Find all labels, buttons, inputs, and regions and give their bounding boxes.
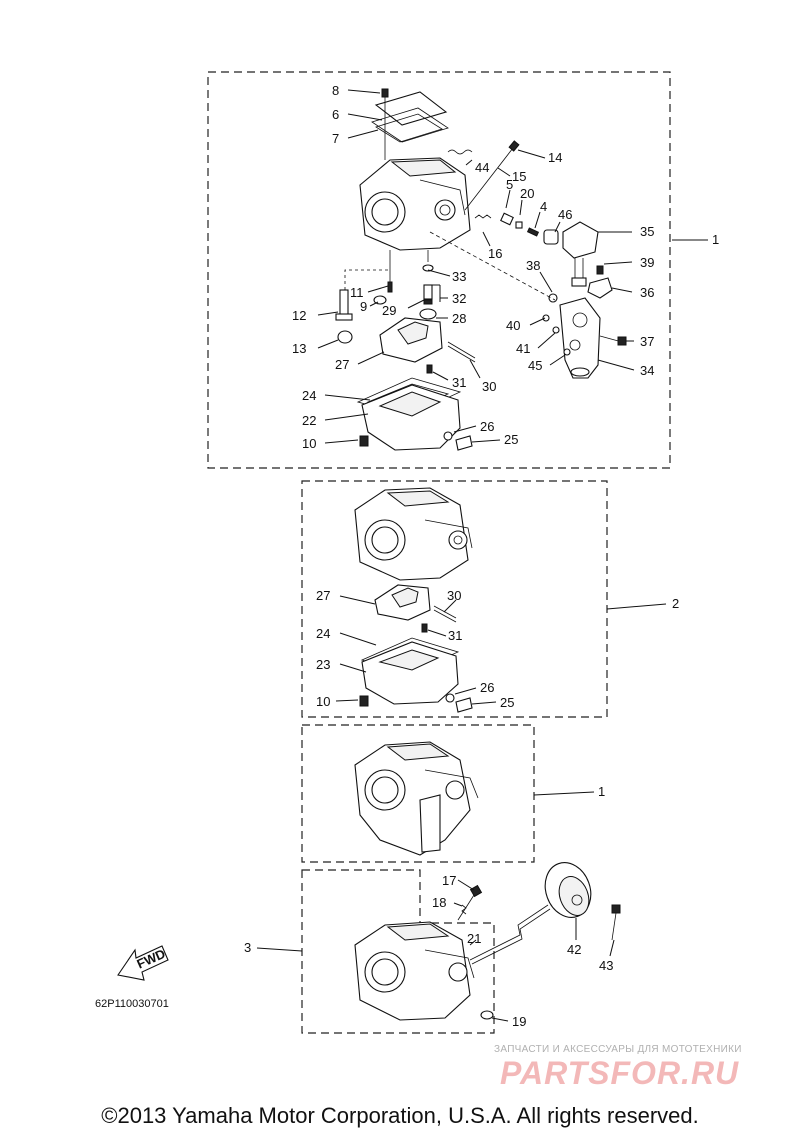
callout-45: 45 (528, 358, 542, 373)
carburetor-assembly-middle (354, 741, 479, 856)
callout-34: 34 (640, 363, 654, 378)
callout-24-top: 24 (302, 388, 316, 403)
callout-labels: 8 6 7 14 15 44 5 20 4 46 35 1 16 33 38 3… (244, 83, 719, 1029)
callout-27-group2: 27 (316, 588, 330, 603)
callout-40: 40 (506, 318, 520, 333)
callout-13: 13 (292, 341, 306, 356)
callout-43: 43 (599, 958, 613, 973)
group-box-1-middle (301, 724, 535, 863)
callout-8: 8 (332, 83, 339, 98)
callout-1-top: 1 (712, 232, 719, 247)
figure-code: 62P110030701 (95, 998, 169, 1010)
callout-7: 7 (332, 131, 339, 146)
callout-24-group2: 24 (316, 626, 330, 641)
callout-28: 28 (452, 311, 466, 326)
carburetor-body-group-3 (354, 862, 621, 1021)
callout-25-group2: 25 (500, 695, 514, 710)
callout-23: 23 (316, 657, 330, 672)
callout-10-top: 10 (302, 436, 316, 451)
callout-16: 16 (488, 246, 502, 261)
callout-36: 36 (640, 285, 654, 300)
carburetor-body-group-2 (354, 487, 473, 713)
callout-20: 20 (520, 186, 534, 201)
callout-18: 18 (432, 895, 446, 910)
watermark-tagline: ЗАПЧАСТИ И АКСЕССУАРЫ ДЛЯ МОТОТЕХНИКИ (494, 1044, 742, 1055)
fwd-arrow-icon: FWD (117, 945, 169, 981)
callout-31-top: 31 (452, 375, 466, 390)
callout-10-group2: 10 (316, 694, 330, 709)
group-box-3 (301, 869, 495, 1034)
copyright-notice: ©2013 Yamaha Motor Corporation, U.S.A. A… (101, 1103, 699, 1128)
callout-26-group2: 26 (480, 680, 494, 695)
callout-2: 2 (672, 596, 679, 611)
callout-29: 29 (382, 303, 396, 318)
callout-15: 15 (512, 169, 526, 184)
leader-lines (256, 89, 708, 1022)
callout-1-middle: 1 (598, 784, 605, 799)
callout-11: 11 (350, 285, 364, 300)
callout-38: 38 (526, 258, 540, 273)
callout-6: 6 (332, 107, 339, 122)
callout-35: 35 (640, 224, 654, 239)
carburetor-body-top (335, 88, 627, 451)
callout-30-top: 30 (482, 379, 496, 394)
callout-22: 22 (302, 413, 316, 428)
callout-46: 46 (558, 207, 572, 222)
callout-21: 21 (467, 931, 481, 946)
callout-4: 4 (540, 199, 547, 214)
callout-37: 37 (640, 334, 654, 349)
callout-19: 19 (512, 1014, 526, 1029)
callout-30-group2: 30 (447, 588, 461, 603)
callout-26-top: 26 (480, 419, 494, 434)
callout-25-top: 25 (504, 432, 518, 447)
callout-27-top: 27 (335, 357, 349, 372)
group-box-2 (301, 480, 608, 718)
callout-39: 39 (640, 255, 654, 270)
callout-9: 9 (360, 299, 367, 314)
callout-42: 42 (567, 942, 581, 957)
callout-17: 17 (442, 873, 456, 888)
callout-41: 41 (516, 341, 530, 356)
callout-44: 44 (475, 160, 489, 175)
callout-5: 5 (506, 177, 513, 192)
callout-31-group2: 31 (448, 628, 462, 643)
callout-14: 14 (548, 150, 562, 165)
callout-12: 12 (292, 308, 306, 323)
callout-3: 3 (244, 940, 251, 955)
callout-32: 32 (452, 291, 466, 306)
callout-33: 33 (452, 269, 466, 284)
watermark-logo: PARTSFOR.RU (500, 1055, 740, 1091)
